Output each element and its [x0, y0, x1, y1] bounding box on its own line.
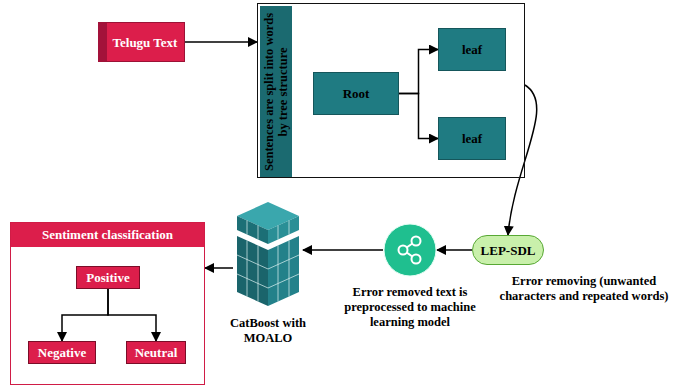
root-box: Root [313, 72, 399, 115]
node-label: Root [343, 86, 370, 101]
node-label: LEP-SDL [481, 243, 536, 258]
connector-arrow [108, 289, 156, 341]
class-box: Neutral [126, 341, 186, 364]
vertical-band: Sentences are split into words by tree s… [260, 6, 292, 177]
node-label: leaf [462, 131, 482, 146]
network-icon [383, 223, 437, 277]
node-label: Positive [86, 270, 129, 285]
catboost-cube-icon [233, 200, 303, 310]
connector-arrow [185, 41, 258, 43]
class-box: Negative [28, 341, 96, 364]
connector-arrow [399, 50, 438, 94]
tree-panel: Sentences are split into words by tree s… [257, 3, 525, 178]
node-caption: CatBoost with MOALO [213, 316, 323, 346]
node-caption: Error removing (unwanted characters and … [484, 274, 684, 304]
connector-arrow [437, 249, 472, 251]
connector-arrow [205, 267, 233, 269]
model-icon: CatBoost with MOALO [233, 200, 303, 310]
connector-arrow [508, 85, 537, 235]
panel-heading: Sentiment classification [11, 223, 204, 247]
input-box: Telugu Text [98, 22, 185, 62]
leaf-box: leaf [438, 117, 506, 160]
node-caption: Error removed text is preprocessed to ma… [325, 285, 495, 330]
connector-arrow [303, 249, 383, 251]
vertical-label: Sentences are split into words by tree s… [262, 12, 290, 172]
node-label: Neutral [135, 345, 178, 360]
node-label: leaf [462, 42, 482, 57]
connector-arrow [399, 94, 438, 139]
process-circle: Error removed text is preprocessed to ma… [383, 223, 437, 277]
connector-arrow [62, 289, 108, 341]
class-box: Positive [76, 266, 140, 289]
node-label: Telugu Text [113, 35, 178, 50]
leaf-box: leaf [438, 28, 506, 71]
process-pill: LEP-SDLError removing (unwanted characte… [472, 235, 544, 265]
node-label: Negative [38, 345, 86, 360]
result-panel: Sentiment classificationPositiveNegative… [10, 222, 205, 385]
